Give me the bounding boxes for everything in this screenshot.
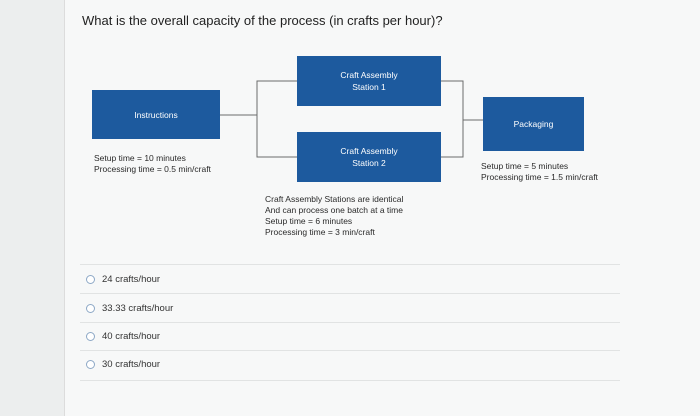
packaging-setup: Setup time = 5 minutes xyxy=(481,161,569,171)
radio-button[interactable] xyxy=(86,304,95,313)
answer-option-label: 24 crafts/hour xyxy=(102,274,161,285)
station2-line2: Station 2 xyxy=(352,158,386,168)
divider xyxy=(80,350,620,351)
answer-option[interactable]: 33.33 crafts/hour xyxy=(86,303,173,314)
stations-note-line4: Processing time = 3 min/craft xyxy=(265,227,375,237)
station1-box: Craft Assembly Station 1 xyxy=(297,56,441,106)
packaging-processing: Processing time = 1.5 min/craft xyxy=(481,172,598,182)
connector-merge xyxy=(441,80,464,158)
stations-note-line2: And can process one batch at a time xyxy=(265,205,403,215)
divider xyxy=(80,322,620,323)
station2-box: Craft Assembly Station 2 xyxy=(297,132,441,182)
station2-line1: Craft Assembly xyxy=(340,146,398,156)
radio-button[interactable] xyxy=(86,360,95,369)
answer-option-label: 33.33 crafts/hour xyxy=(102,303,174,314)
answer-option[interactable]: 40 crafts/hour xyxy=(86,331,160,342)
packaging-note: Setup time = 5 minutes Processing time =… xyxy=(481,161,598,183)
instructions-box: Instructions xyxy=(92,90,220,139)
stations-note: Craft Assembly Stations are identical An… xyxy=(265,194,403,238)
answer-option[interactable]: 24 crafts/hour xyxy=(86,274,160,285)
stations-note-line1: Craft Assembly Stations are identical xyxy=(265,194,404,204)
instructions-label: Instructions xyxy=(134,109,178,120)
radio-button[interactable] xyxy=(86,332,95,341)
instructions-processing: Processing time = 0.5 min/craft xyxy=(94,164,211,174)
answer-option-label: 30 crafts/hour xyxy=(102,359,161,370)
answer-option[interactable]: 30 crafts/hour xyxy=(86,359,160,370)
station1-line1: Craft Assembly xyxy=(340,70,398,80)
divider xyxy=(80,380,620,381)
packaging-label: Packaging xyxy=(513,119,554,129)
connector-split xyxy=(256,80,297,158)
divider xyxy=(80,264,620,265)
divider xyxy=(80,293,620,294)
answer-option-label: 40 crafts/hour xyxy=(102,331,161,342)
packaging-box: Packaging xyxy=(483,97,584,151)
instructions-note: Setup time = 10 minutes Processing time … xyxy=(94,153,211,175)
question-text: What is the overall capacity of the proc… xyxy=(82,13,443,28)
radio-button[interactable] xyxy=(86,275,95,284)
instructions-setup: Setup time = 10 minutes xyxy=(94,153,186,163)
stations-note-line3: Setup time = 6 minutes xyxy=(265,216,353,226)
station1-line2: Station 1 xyxy=(352,82,386,92)
